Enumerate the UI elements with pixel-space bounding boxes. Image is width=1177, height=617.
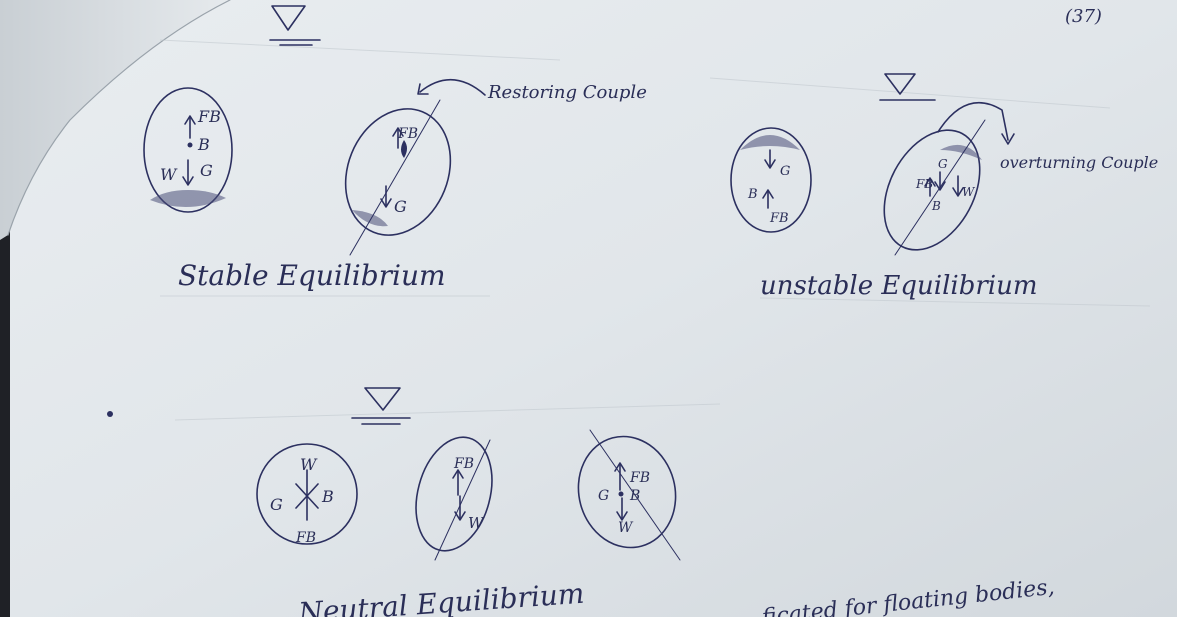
label-fb: FB bbox=[453, 456, 474, 472]
label-b: B bbox=[321, 487, 334, 506]
label-w: W bbox=[300, 455, 318, 474]
label-w: W bbox=[468, 514, 485, 532]
label-fb: FB bbox=[915, 177, 933, 191]
restoring-couple-note: Restoring Couple bbox=[487, 82, 647, 103]
label-g: G bbox=[938, 157, 948, 171]
label-fb: FB bbox=[769, 211, 789, 226]
label-b: B bbox=[747, 187, 758, 202]
label-fb: FB bbox=[397, 126, 418, 142]
stable-title: Stable Equilibrium bbox=[178, 259, 446, 292]
label-b: B bbox=[629, 488, 640, 504]
overturning-couple-note: overturning Couple bbox=[1000, 153, 1158, 172]
label-fb: FB bbox=[197, 107, 221, 126]
page-number: (37) bbox=[1065, 6, 1102, 27]
label-w: W bbox=[962, 185, 976, 199]
bullet-point bbox=[107, 411, 113, 417]
label-b: B bbox=[931, 199, 941, 213]
label-g: G bbox=[394, 197, 407, 216]
label-g: G bbox=[270, 495, 283, 514]
label-g: G bbox=[780, 164, 790, 179]
label-g: G bbox=[598, 488, 609, 504]
unstable-title: unstable Equilibrium bbox=[760, 271, 1038, 301]
label-fb: FB bbox=[295, 530, 316, 546]
label-w: W bbox=[618, 520, 634, 536]
label-fb: FB bbox=[629, 470, 650, 486]
label-b: B bbox=[197, 135, 210, 154]
label-g: G bbox=[200, 161, 213, 180]
label-w: W bbox=[160, 165, 178, 184]
